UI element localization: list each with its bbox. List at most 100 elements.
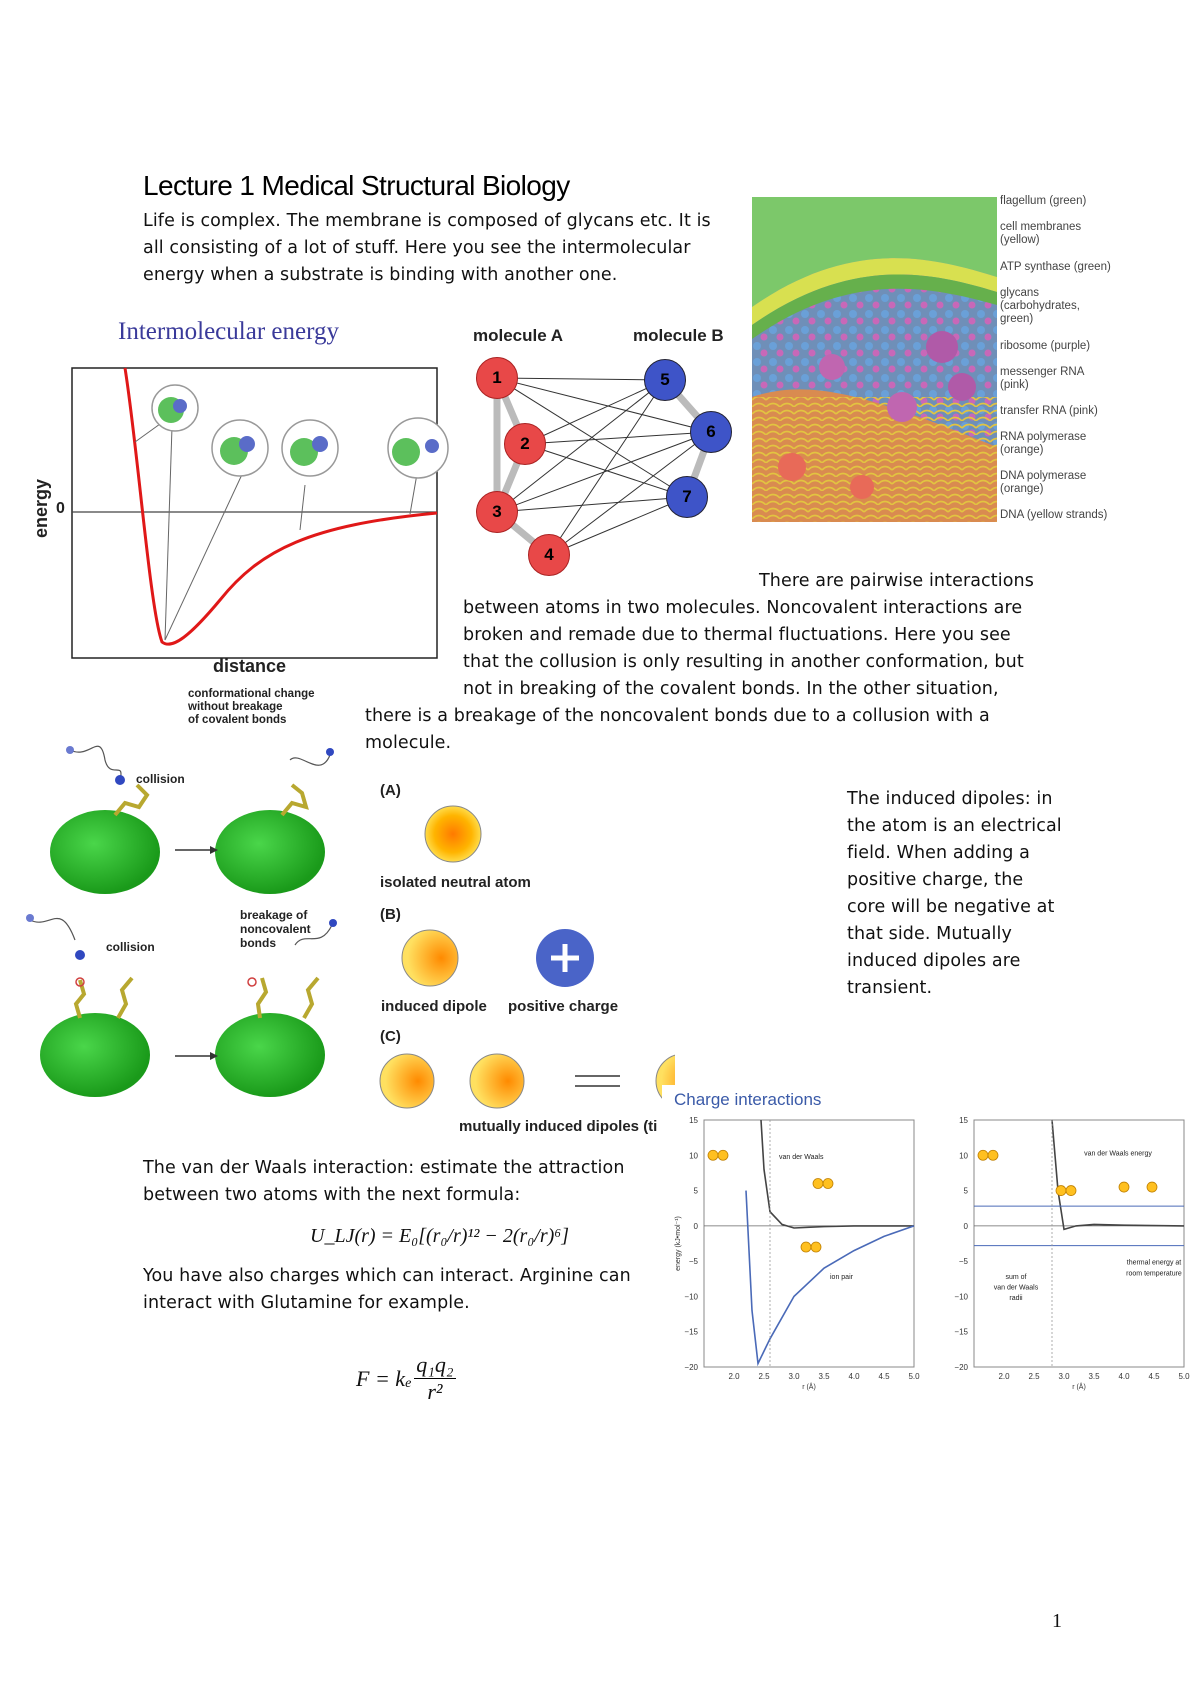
atom-node-1: 1 bbox=[476, 357, 518, 399]
mutual-dipoles-label: mutually induced dipoles (ti bbox=[459, 1118, 658, 1135]
dipole-label-b: (B) bbox=[380, 906, 401, 923]
collision-label-bottom: collision bbox=[106, 940, 155, 954]
atom-pair-icon bbox=[1146, 1181, 1158, 1193]
cell-label: (pink) bbox=[1000, 379, 1029, 391]
y-tick-label: −20 bbox=[954, 1363, 968, 1372]
x-tick-label: 2.0 bbox=[728, 1372, 740, 1381]
collision-figure: conformational change without breakage o… bbox=[20, 688, 350, 1100]
atom-pair-icon bbox=[822, 1178, 834, 1189]
plot-frame bbox=[973, 1119, 1185, 1368]
plot-frame bbox=[703, 1119, 915, 1368]
x-tick-label: 2.0 bbox=[998, 1372, 1010, 1381]
atom-pair-icon bbox=[717, 1149, 729, 1161]
positive-charge-label: positive charge bbox=[508, 998, 619, 1015]
cell-illustration-svg bbox=[752, 197, 997, 522]
y-tick-label: −5 bbox=[689, 1257, 699, 1266]
energy-curve-plot bbox=[71, 367, 449, 659]
atom-node-7: 7 bbox=[666, 476, 708, 518]
cell-label: transfer RNA (pink) bbox=[1000, 405, 1098, 417]
page-number: 1 bbox=[1052, 1610, 1062, 1632]
complex-icon-bound bbox=[151, 384, 199, 432]
cell-label: cell membranes bbox=[1000, 221, 1082, 233]
series-line-0 bbox=[1051, 1119, 1185, 1231]
series-line-0 bbox=[760, 1119, 914, 1229]
energy-axis-label: energy bbox=[31, 478, 52, 539]
distance-axis-label: distance bbox=[213, 656, 287, 676]
induced-dipole-label: induced dipole bbox=[381, 998, 487, 1015]
cell-label: (carbohydrates, bbox=[1000, 300, 1080, 312]
complex-icon-close bbox=[211, 419, 269, 477]
y-tick-label: −5 bbox=[959, 1257, 969, 1266]
cell-label: ribosome (purple) bbox=[1000, 340, 1091, 352]
x-tick-label: 4.0 bbox=[848, 1372, 860, 1381]
cell-label: (yellow) bbox=[1000, 234, 1040, 246]
vdw-paragraph: The van der Waals interaction: estimate … bbox=[143, 1158, 625, 1205]
atom-pair-icon bbox=[812, 1178, 824, 1189]
annotation-label: van der Waals bbox=[994, 1284, 1039, 1291]
y-tick-label: 10 bbox=[689, 1151, 698, 1160]
cell-label: (orange) bbox=[1000, 444, 1044, 456]
y-tick-label: −20 bbox=[684, 1363, 698, 1372]
y-tick-label: 15 bbox=[689, 1116, 698, 1125]
atom-pair-icon bbox=[1118, 1181, 1130, 1193]
chart-title: Charge interactions bbox=[674, 1090, 821, 1109]
annotation-label: radii bbox=[1009, 1295, 1023, 1302]
collision-note-top: conformational change without breakage o… bbox=[188, 688, 315, 726]
x-tick-label: 5.0 bbox=[1178, 1372, 1190, 1381]
atom-pair-icon bbox=[977, 1149, 989, 1161]
atom-node-2: 2 bbox=[504, 423, 546, 465]
cell-label: DNA polymerase bbox=[1000, 470, 1087, 482]
x-tick-label: 5.0 bbox=[908, 1372, 920, 1381]
atom-node-5: 5 bbox=[644, 359, 686, 401]
energy-figure-title: Intermolecular energy bbox=[118, 318, 339, 345]
y-axis-label: energy (kJ•mol⁻¹) bbox=[675, 1216, 682, 1271]
collision-label-top: collision bbox=[136, 772, 185, 786]
x-tick-label: 4.0 bbox=[1118, 1372, 1130, 1381]
y-tick-label: 5 bbox=[694, 1187, 699, 1196]
cell-label: flagellum (green) bbox=[1000, 195, 1087, 207]
x-axis-label: r (Å) bbox=[1072, 1382, 1086, 1391]
atom-pair-icon bbox=[810, 1241, 822, 1253]
cell-label: messenger RNA bbox=[1000, 366, 1085, 378]
dipole-svg bbox=[379, 805, 675, 1109]
x-tick-label: 4.5 bbox=[1148, 1372, 1160, 1381]
dipole-label-a: (A) bbox=[380, 782, 401, 799]
molecule-network-figure: molecule A molecule B 1 2 3 4 5 6 7 bbox=[465, 322, 750, 576]
intermolecular-energy-figure: Intermolecular energy 0 en bbox=[20, 310, 460, 690]
annotation-label: thermal energy at bbox=[1127, 1260, 1182, 1267]
y-tick-label: 5 bbox=[964, 1187, 969, 1196]
atom-pair-icon bbox=[1055, 1185, 1067, 1196]
cell-label: ATP synthase (green) bbox=[1000, 261, 1111, 273]
complex-icon-far bbox=[387, 417, 449, 479]
cell-label: DNA (yellow strands) bbox=[1000, 509, 1108, 521]
collision-svg bbox=[26, 745, 337, 1097]
complex-icon-medium bbox=[281, 419, 339, 477]
molecule-b-label: molecule B bbox=[633, 326, 724, 345]
atom-pair-icon bbox=[707, 1149, 719, 1161]
y-tick-label: 15 bbox=[959, 1116, 968, 1125]
y-tick-label: 0 bbox=[964, 1222, 969, 1231]
cell-label: green) bbox=[1000, 313, 1034, 325]
atom-node-3: 3 bbox=[476, 491, 518, 533]
energy-axis-zero: 0 bbox=[56, 500, 65, 517]
atom-node-6: 6 bbox=[690, 411, 732, 453]
charge-paragraph: You have also charges which can interact… bbox=[143, 1266, 631, 1313]
y-tick-label: 0 bbox=[694, 1222, 699, 1231]
coulomb-fraction: q₁q₂ r² bbox=[414, 1352, 456, 1404]
cell-label: glycans bbox=[1000, 287, 1039, 299]
y-tick-label: −15 bbox=[954, 1328, 968, 1337]
atom-pair-icon bbox=[987, 1149, 999, 1161]
dipole-label-c: (C) bbox=[380, 1028, 401, 1045]
collision-note-bottom: breakage of noncovalent bonds bbox=[240, 908, 311, 950]
annotation-label: room temperature bbox=[1126, 1270, 1182, 1277]
pairwise-paragraph: There are pairwise interactions between … bbox=[365, 571, 1034, 753]
intro-paragraph: Life is complex. The membrane is compose… bbox=[143, 211, 711, 285]
dipole-figure: (A) isolated neutral atom (B) induced di… bbox=[375, 778, 675, 1138]
annotation-label: sum of bbox=[1005, 1274, 1026, 1281]
page-title: Lecture 1 Medical Structural Biology bbox=[143, 170, 570, 201]
cell-label: (orange) bbox=[1000, 483, 1044, 495]
atom-pair-icon bbox=[1065, 1185, 1077, 1196]
